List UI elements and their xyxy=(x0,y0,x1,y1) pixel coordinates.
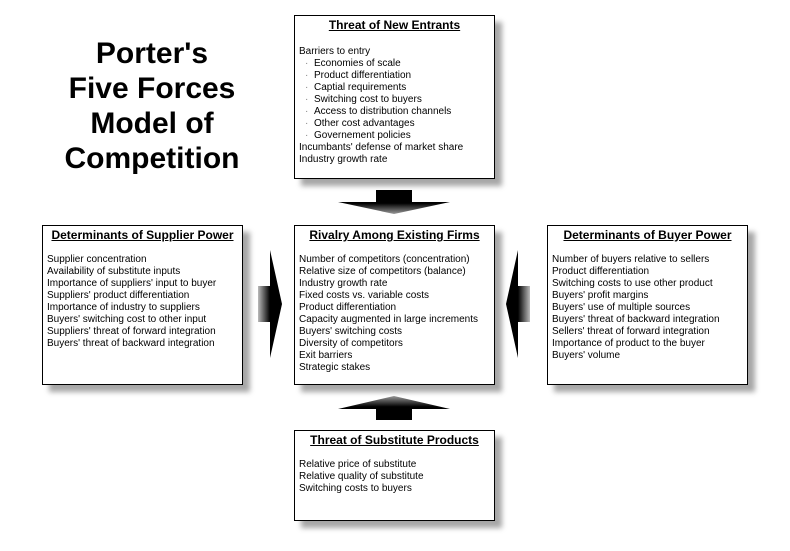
barrier-item: Product differentiation xyxy=(305,70,494,82)
supplier-power-title: Determinants of Supplier Power xyxy=(51,228,234,242)
new-entrants-lead: Barriers to entry xyxy=(299,46,371,57)
supplier-item: Importance of industry to suppliers xyxy=(47,302,200,313)
barrier-item: Access to distribution channels xyxy=(305,106,494,118)
buyer-item: Product differentiation xyxy=(552,266,650,277)
rivalry-item: Number of competitors (concentration) xyxy=(299,254,470,265)
buyer-item: Buyers' use of multiple sources xyxy=(552,302,691,313)
substitute-item: Relative quality of substitute xyxy=(299,471,424,482)
buyer-item: Importance of product to the buyer xyxy=(552,338,705,349)
buyer-item: Buyers' volume xyxy=(552,350,621,361)
buyer-item: Buyers' threat of backward integration xyxy=(552,314,720,325)
substitute-item: Relative price of substitute xyxy=(299,459,417,470)
buyer-power-title: Determinants of Buyer Power xyxy=(563,228,732,242)
rivalry-item: Strategic stakes xyxy=(299,362,371,373)
new-entrants-title: Threat of New Entrants xyxy=(328,18,461,32)
supplier-item: Suppliers' threat of forward integration xyxy=(47,326,216,337)
substitute-item: Switching costs to buyers xyxy=(299,483,412,494)
barrier-item: Other cost advantages xyxy=(305,118,494,130)
barrier-item: Economies of scale xyxy=(305,58,494,70)
supplier-item: Supplier concentration xyxy=(47,254,147,265)
buyer-item: Switching costs to use other product xyxy=(552,278,713,289)
title-line-3: Model of xyxy=(90,107,214,140)
rivalry-item: Relative size of competitors (balance) xyxy=(299,266,466,277)
threat-of-new-entrants-box: Threat of New Entrants Barriers to entry… xyxy=(294,15,495,179)
arrow-left-icon xyxy=(506,250,530,358)
rivalry-item: Exit barriers xyxy=(299,350,353,361)
buyer-item: Buyers' profit margins xyxy=(552,290,649,301)
barrier-item: Switching cost to buyers xyxy=(305,94,494,106)
supplier-item: Availability of substitute inputs xyxy=(47,266,181,277)
barrier-item: Captial requirements xyxy=(305,82,494,94)
rivalry-title: Rivalry Among Existing Firms xyxy=(309,228,480,242)
buyer-item: Number of buyers relative to sellers xyxy=(552,254,710,265)
new-entrants-item: Industry growth rate xyxy=(299,154,388,165)
title-line-1: Porter's xyxy=(95,37,209,70)
buyer-item: Sellers' threat of forward integration xyxy=(552,326,710,337)
supplier-item: Suppliers' product differentiation xyxy=(47,290,190,301)
rivalry-item: Capacity augmented in large increments xyxy=(299,314,478,325)
arrow-right-icon xyxy=(258,250,282,358)
substitute-title: Threat of Substitute Products xyxy=(310,433,479,447)
title-line-2: Five Forces xyxy=(68,72,236,105)
supplier-item: Importance of suppliers' input to buyer xyxy=(47,278,217,289)
substitute-products-box: Threat of Substitute Products Relative p… xyxy=(294,430,495,521)
rivalry-item: Buyers' switching costs xyxy=(299,326,403,337)
rivalry-item: Diversity of competitors xyxy=(299,338,403,349)
title-line-4: Competition xyxy=(64,142,240,175)
supplier-power-box: Determinants of Supplier Power Supplier … xyxy=(42,225,243,385)
barrier-item: Governement policies xyxy=(305,130,494,142)
supplier-item: Buyers' threat of backward integration xyxy=(47,338,215,349)
diagram-title: Porter's Five Forces Model of Competitio… xyxy=(48,36,256,176)
supplier-item: Buyers' switching cost to other input xyxy=(47,314,207,325)
rivalry-item: Product differentiation xyxy=(299,302,397,313)
new-entrants-item: Incumbants' defense of market share xyxy=(299,142,464,153)
rivalry-box: Rivalry Among Existing Firms Number of c… xyxy=(294,225,495,385)
arrow-down-icon xyxy=(338,190,450,214)
rivalry-item: Fixed costs vs. variable costs xyxy=(299,290,430,301)
arrow-up-icon xyxy=(338,396,450,420)
buyer-power-box: Determinants of Buyer Power Number of bu… xyxy=(547,225,748,385)
rivalry-item: Industry growth rate xyxy=(299,278,388,289)
